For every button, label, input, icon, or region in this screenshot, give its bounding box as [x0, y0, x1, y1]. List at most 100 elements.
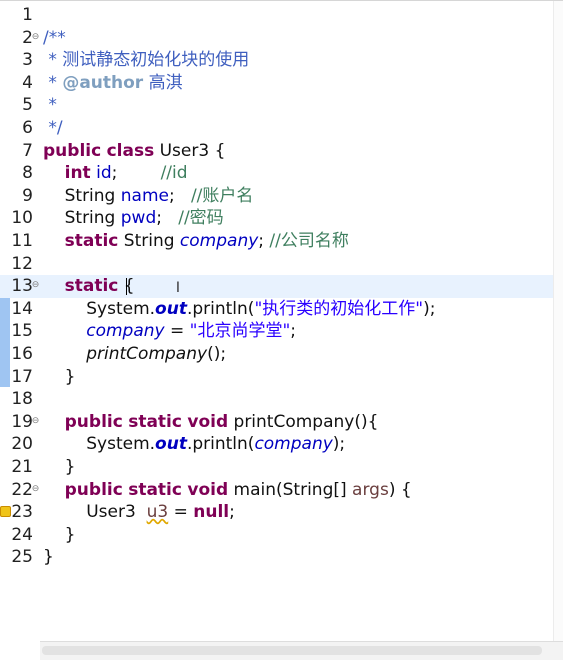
code-line[interactable]: 25}	[0, 546, 563, 569]
line-number: 25	[11, 547, 33, 568]
code-token: public	[64, 411, 123, 432]
line-number: 1	[22, 5, 33, 25]
code-line[interactable]: 21 }	[0, 456, 563, 479]
code-token: }	[43, 366, 76, 387]
fold-collapse-icon[interactable]: ⊖	[31, 483, 40, 494]
code-text: /**	[43, 27, 66, 50]
line-number: 21	[11, 457, 33, 477]
code-token: args	[352, 479, 389, 500]
code-token: name	[120, 185, 169, 206]
code-line[interactable]: 23 User3 u3 = null;	[0, 501, 563, 524]
code-text: static String company; //公司名称	[43, 230, 349, 253]
code-text: String pwd; //密码	[43, 207, 224, 230]
code-token: ;	[258, 231, 270, 251]
line-number: 8	[22, 163, 33, 184]
fold-collapse-icon[interactable]: ⊖	[31, 31, 40, 42]
code-token	[43, 163, 65, 183]
code-text: company = "北京尚学堂";	[43, 320, 296, 343]
code-line[interactable]: 12	[0, 253, 563, 276]
code-token: null	[193, 502, 230, 523]
code-token: class	[106, 140, 155, 161]
code-line[interactable]: 1	[0, 4, 563, 27]
code-text: static {	[43, 275, 135, 298]
code-line[interactable]: 6 */	[0, 117, 563, 140]
code-token: *	[43, 72, 63, 93]
code-text: }	[43, 456, 76, 479]
horizontal-scrollbar[interactable]	[40, 641, 563, 660]
code-token: .println(	[186, 434, 255, 455]
line-number: 6	[22, 118, 33, 138]
overview-ruler[interactable]	[553, 1, 563, 641]
code-line[interactable]: 8 int id; //id	[0, 162, 563, 185]
code-line[interactable]: 10 String pwd; //密码	[0, 207, 563, 230]
line-number: 18	[11, 389, 33, 410]
code-line[interactable]: 22⊖ public static void main(String[] arg…	[0, 479, 563, 502]
line-number: 19	[11, 411, 33, 432]
code-line[interactable]: 20 System.out.println(company);	[0, 433, 563, 456]
line-number: 4	[22, 72, 33, 93]
code-token: System.	[43, 298, 156, 319]
code-text: * 测试静态初始化块的使用	[43, 49, 249, 72]
fold-collapse-icon[interactable]: ⊖	[31, 415, 40, 426]
code-line[interactable]: 17 }	[0, 366, 563, 389]
code-line[interactable]: 9 String name; //账户名	[0, 185, 563, 208]
text-ibeam-cursor-icon: I	[175, 280, 181, 296]
code-token: company	[179, 231, 259, 251]
code-text: }	[43, 546, 54, 569]
code-token	[43, 344, 86, 364]
code-token: ;	[111, 163, 161, 184]
code-text: public class User3 {	[43, 140, 225, 163]
code-token: u3	[146, 502, 169, 523]
fold-collapse-icon[interactable]: ⊖	[31, 280, 40, 291]
code-line[interactable]: 18	[0, 388, 563, 411]
code-line[interactable]: 3 * 测试静态初始化块的使用	[0, 49, 563, 72]
code-token: }	[43, 547, 54, 568]
code-token: printCompany(){	[228, 411, 379, 432]
code-text: User3 u3 = null;	[43, 501, 235, 524]
code-line[interactable]: 5 *	[0, 94, 563, 117]
line-number: 12	[11, 253, 33, 274]
code-text: public static void main(String[] args) {	[43, 479, 412, 502]
code-token: main(String[]	[228, 479, 353, 500]
code-line[interactable]: 13⊖ static {	[0, 275, 563, 299]
code-token: System.	[43, 434, 156, 455]
code-text: String name; //账户名	[43, 185, 254, 208]
text-caret	[126, 278, 127, 296]
code-text: printCompany();	[43, 343, 226, 366]
code-token: ;	[229, 502, 235, 523]
quick-diff-change-bar	[0, 277, 10, 387]
code-line[interactable]: 14 System.out.println("执行类的初始化工作");	[0, 298, 563, 321]
code-line[interactable]: 4 * @author 高淇	[0, 72, 563, 95]
code-token	[43, 480, 65, 500]
code-token: }	[43, 457, 76, 477]
code-token: */	[43, 118, 63, 138]
code-line[interactable]: 11 static String company; //公司名称	[0, 230, 563, 253]
code-line[interactable]: 15 company = "北京尚学堂";	[0, 320, 563, 343]
code-line[interactable]: 16 printCompany();	[0, 343, 563, 366]
code-line[interactable]: 19⊖ public static void printCompany(){	[0, 411, 563, 434]
code-line[interactable]: 24 }	[0, 524, 563, 547]
code-text: }	[43, 524, 76, 547]
code-token: ();	[207, 344, 227, 364]
code-token: int	[64, 163, 91, 184]
code-token: ;	[168, 185, 191, 206]
code-token: out	[155, 298, 187, 319]
code-token: //公司名称	[269, 231, 349, 251]
code-text: System.out.println(company);	[43, 433, 345, 456]
code-token	[43, 231, 65, 251]
code-token: /**	[43, 27, 66, 48]
code-token: String	[43, 185, 121, 206]
code-token: company	[254, 434, 333, 455]
code-token: public	[43, 140, 102, 161]
code-text: */	[43, 117, 63, 140]
line-number: 16	[11, 344, 33, 364]
code-line[interactable]: 2⊖/**	[0, 27, 563, 50]
code-token: ) {	[388, 479, 412, 500]
code-token: public	[64, 479, 123, 500]
horizontal-scrollbar-thumb[interactable]	[42, 646, 542, 655]
code-text: public static void printCompany(){	[43, 411, 379, 434]
code-token	[43, 276, 65, 296]
warning-marker-icon[interactable]	[0, 506, 11, 518]
